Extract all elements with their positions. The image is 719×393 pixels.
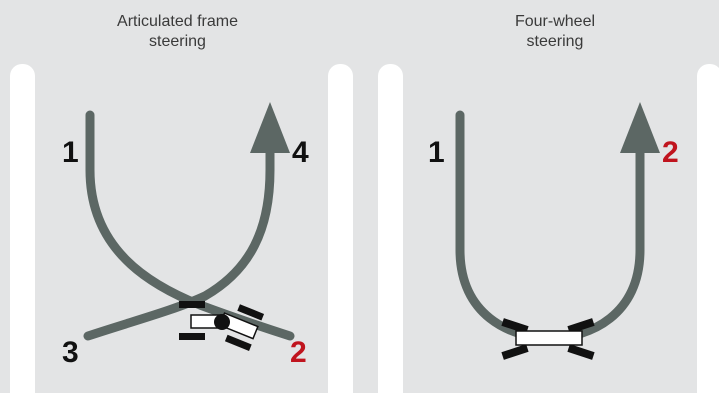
articulated-label-4: 4 — [292, 136, 309, 169]
articulation-joint-icon — [214, 314, 230, 330]
articulated-label-3: 3 — [62, 336, 79, 369]
four-wheel-label-1: 1 — [428, 136, 445, 169]
four-wheel-steering-title: Four-wheel steering — [514, 13, 596, 50]
articulated-label-2: 2 — [290, 336, 307, 369]
right-wall-panel1 — [328, 64, 353, 393]
arrowhead-icon — [250, 102, 290, 153]
left-wall-panel2 — [378, 64, 403, 393]
right-wall-panel2 — [697, 64, 719, 393]
four-wheel-label-2: 2 — [662, 136, 679, 169]
four-wheel-vehicle-icon — [501, 318, 595, 360]
four-wheel-path-1-to-2 — [455, 110, 645, 343]
left-wall-panel1 — [10, 64, 35, 393]
arrowhead-icon — [620, 102, 660, 153]
articulated-path-3-to-4 — [83, 145, 275, 341]
articulated-vehicle-icon — [179, 301, 265, 352]
articulated-steering-title: Articulated frame steering — [117, 13, 238, 50]
articulated-label-1: 1 — [62, 136, 79, 169]
articulated-path-1-to-2 — [85, 110, 295, 341]
